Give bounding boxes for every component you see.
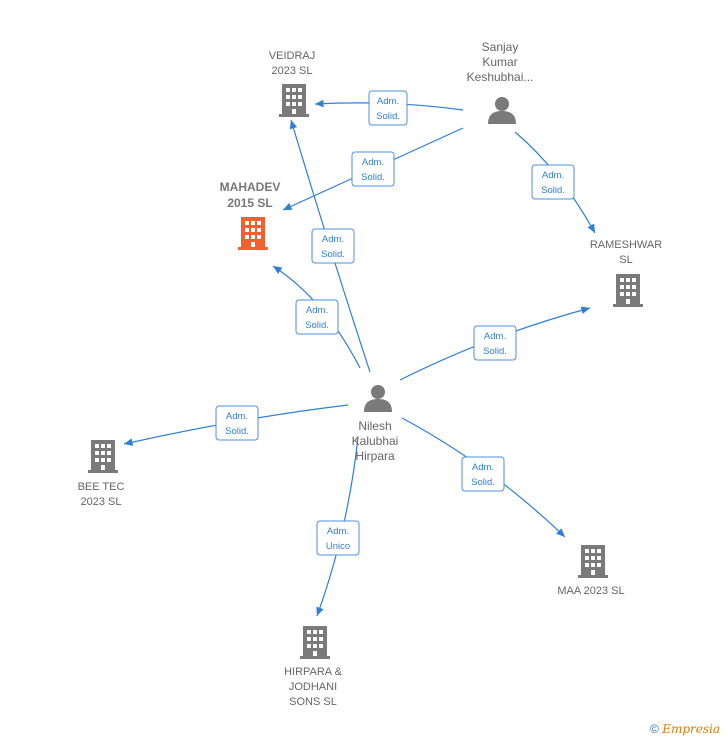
node-label: Hirpara: [355, 449, 395, 463]
node-label: MAA 2023 SL: [557, 585, 624, 597]
svg-text:Solid.: Solid.: [541, 185, 565, 196]
node-label: SONS SL: [289, 696, 337, 708]
edge-label-sanjay-mahadev[interactable]: Adm. Solid.: [351, 151, 395, 187]
node-veidraj[interactable]: VEIDRAJ 2023 SL: [269, 50, 315, 117]
svg-text:Solid.: Solid.: [483, 346, 507, 357]
edge-labels: Adm. Solid. Adm. Solid. Adm. Solid. Adm.…: [215, 90, 575, 556]
svg-text:Adm.: Adm.: [377, 96, 399, 107]
node-nilesh[interactable]: Nilesh Kalubhai Hirpara: [352, 385, 399, 463]
copyright-icon: ©: [650, 722, 659, 736]
edge-label-nilesh-rameshwar[interactable]: Adm. Solid.: [473, 325, 517, 361]
node-maa[interactable]: MAA 2023 SL: [557, 545, 625, 597]
building-icon: [238, 217, 268, 250]
building-icon: [578, 545, 608, 578]
empresia-credit: © Empresia: [650, 722, 720, 736]
node-label: MAHADEV: [220, 180, 281, 194]
building-icon: [300, 626, 330, 659]
node-beetec[interactable]: BEE TEC 2023 SL: [78, 440, 125, 508]
node-label: 2015 SL: [227, 196, 272, 210]
edge-label-nilesh-mahadev[interactable]: Adm. Solid.: [295, 299, 339, 335]
node-label: Kalubhai: [352, 434, 399, 448]
node-label: Nilesh: [358, 419, 391, 433]
node-sanjay[interactable]: Sanjay Kumar Keshubhai...: [467, 40, 534, 124]
edge-label-nilesh-hirpara[interactable]: Adm. Unico: [316, 520, 360, 556]
svg-text:Adm.: Adm.: [472, 462, 494, 473]
node-label: 2023 SL: [81, 496, 122, 508]
edge-label-nilesh-veidraj[interactable]: Adm. Solid.: [311, 228, 355, 264]
node-mahadev[interactable]: MAHADEV 2015 SL: [220, 180, 281, 250]
node-label: Keshubhai...: [467, 70, 534, 84]
node-hirpara-jodhani[interactable]: HIRPARA & JODHANI SONS SL: [284, 626, 343, 708]
node-label: RAMESHWAR: [590, 239, 662, 251]
node-label: HIRPARA &: [284, 666, 343, 678]
node-label: 2023 SL: [272, 65, 313, 77]
node-label: Sanjay: [482, 40, 519, 54]
empresia-logo: Empresia: [662, 722, 720, 736]
person-icon: [364, 385, 392, 412]
building-icon: [88, 440, 118, 473]
svg-text:Adm.: Adm.: [327, 526, 349, 537]
edge-label-sanjay-rameshwar[interactable]: Adm. Solid.: [531, 164, 575, 200]
svg-text:Adm.: Adm.: [322, 234, 344, 245]
svg-text:Adm.: Adm.: [306, 305, 328, 316]
svg-text:Solid.: Solid.: [361, 172, 385, 183]
svg-text:Adm.: Adm.: [362, 157, 384, 168]
node-rameshwar[interactable]: RAMESHWAR SL: [590, 239, 662, 307]
edge-label-sanjay-veidraj[interactable]: Adm. Solid.: [368, 90, 408, 126]
node-label: JODHANI: [289, 681, 337, 693]
building-icon: [613, 274, 643, 307]
node-label: BEE TEC: [78, 481, 125, 493]
svg-text:Solid.: Solid.: [376, 111, 400, 122]
svg-text:Adm.: Adm.: [542, 170, 564, 181]
svg-text:Unico: Unico: [326, 541, 350, 552]
svg-text:Adm.: Adm.: [484, 331, 506, 342]
edge-label-nilesh-beetec[interactable]: Adm. Solid.: [215, 405, 259, 441]
node-label: Kumar: [482, 55, 517, 69]
node-label: VEIDRAJ: [269, 50, 315, 62]
svg-text:Solid.: Solid.: [225, 426, 249, 437]
person-icon: [488, 97, 516, 124]
svg-text:Adm.: Adm.: [226, 411, 248, 422]
svg-text:Solid.: Solid.: [305, 320, 329, 331]
svg-text:Solid.: Solid.: [321, 249, 345, 260]
svg-text:Solid.: Solid.: [471, 477, 495, 488]
edge-label-nilesh-maa[interactable]: Adm. Solid.: [461, 456, 505, 492]
building-icon: [279, 84, 309, 117]
node-label: SL: [619, 254, 632, 266]
